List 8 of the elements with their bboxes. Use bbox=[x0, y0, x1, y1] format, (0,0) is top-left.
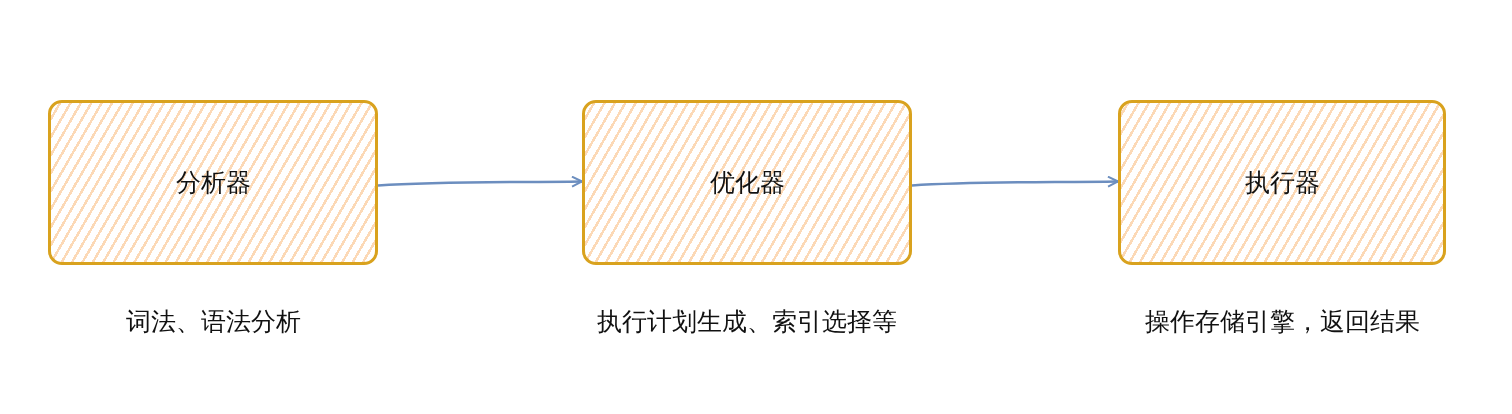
process-box: 分析器 bbox=[48, 100, 378, 265]
arrow bbox=[911, 175, 1119, 188]
box-caption: 操作存储引擎，返回结果 bbox=[1144, 306, 1420, 338]
process-box: 执行器 bbox=[1118, 100, 1446, 265]
box-caption: 词法、语法分析 bbox=[125, 306, 301, 338]
arrow bbox=[377, 175, 583, 188]
process-box: 优化器 bbox=[582, 100, 912, 265]
box-caption: 执行计划生成、索引选择等 bbox=[597, 306, 897, 338]
